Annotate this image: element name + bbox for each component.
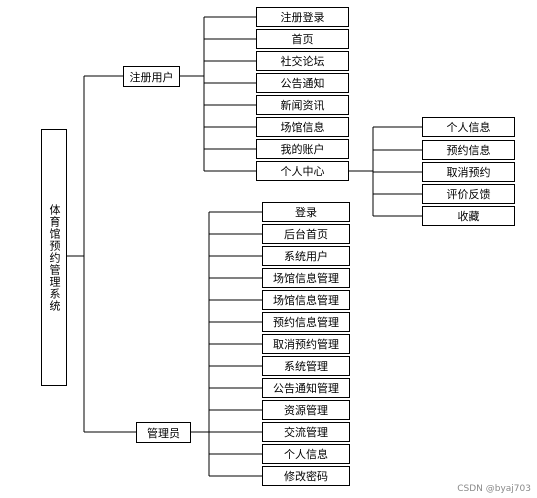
user-item: 我的账户 bbox=[256, 139, 349, 159]
user-center-item: 预约信息 bbox=[422, 140, 515, 160]
admin-item: 个人信息 bbox=[262, 444, 350, 464]
admin-item: 预约信息管理 bbox=[262, 312, 350, 332]
admin-item: 后台首页 bbox=[262, 224, 350, 244]
user-center-item: 个人信息 bbox=[422, 117, 515, 137]
admin-item: 资源管理 bbox=[262, 400, 350, 420]
user-item: 新闻资讯 bbox=[256, 95, 349, 115]
admin-item: 修改密码 bbox=[262, 466, 350, 486]
root-node: 体育馆预约管理系统 bbox=[41, 129, 67, 386]
user-item: 公告通知 bbox=[256, 73, 349, 93]
watermark: CSDN @byaj703 bbox=[457, 484, 531, 494]
admin-item: 取消预约管理 bbox=[262, 334, 350, 354]
admin-item: 交流管理 bbox=[262, 422, 350, 442]
user-center-item: 收藏 bbox=[422, 206, 515, 226]
user-center-node: 个人中心 bbox=[256, 161, 349, 181]
admin-item: 场馆信息管理 bbox=[262, 268, 350, 288]
admin-item: 登录 bbox=[262, 202, 350, 222]
user-item: 注册登录 bbox=[256, 7, 349, 27]
admin-item: 系统管理 bbox=[262, 356, 350, 376]
user-node: 注册用户 bbox=[123, 66, 180, 87]
admin-node: 管理员 bbox=[136, 422, 191, 443]
user-center-item: 取消预约 bbox=[422, 162, 515, 182]
user-center-item: 评价反馈 bbox=[422, 184, 515, 204]
root-label: 体育馆预约管理系统 bbox=[48, 203, 61, 312]
user-item: 社交论坛 bbox=[256, 51, 349, 71]
admin-item: 系统用户 bbox=[262, 246, 350, 266]
user-item: 场馆信息 bbox=[256, 117, 349, 137]
user-item: 首页 bbox=[256, 29, 349, 49]
admin-item: 场馆信息管理 bbox=[262, 290, 350, 310]
admin-item: 公告通知管理 bbox=[262, 378, 350, 398]
